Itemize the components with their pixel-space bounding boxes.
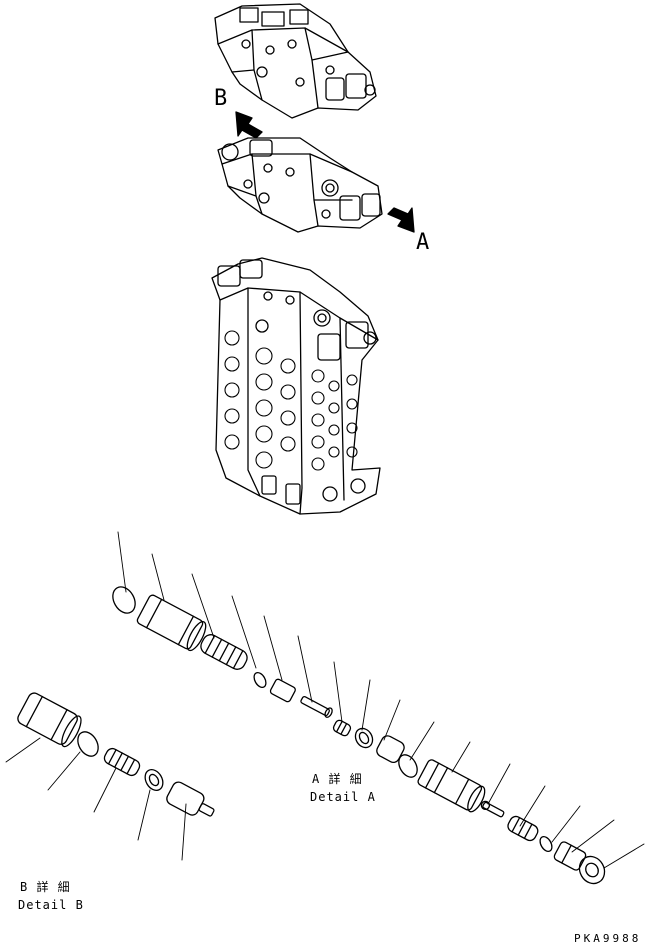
middle-valve-section (217, 137, 383, 233)
callout-a-arrow (387, 207, 415, 233)
top-valve-section (214, 3, 377, 119)
callout-b-arrow (235, 111, 263, 139)
callout-label-b: B (214, 86, 228, 111)
detail-a-parts (112, 531, 645, 885)
callout-label-a: A (416, 230, 430, 255)
drawing-code: PKA9988 (574, 932, 642, 945)
detail-b-title-jp: B 詳 細 (20, 880, 71, 894)
detail-b-parts (5, 692, 215, 861)
detail-b-title-en: Detail B (18, 898, 84, 912)
detail-a-title-jp: A 詳 細 (312, 772, 363, 786)
detail-a-title-en: Detail A (310, 790, 376, 804)
main-valve-body (211, 257, 381, 515)
